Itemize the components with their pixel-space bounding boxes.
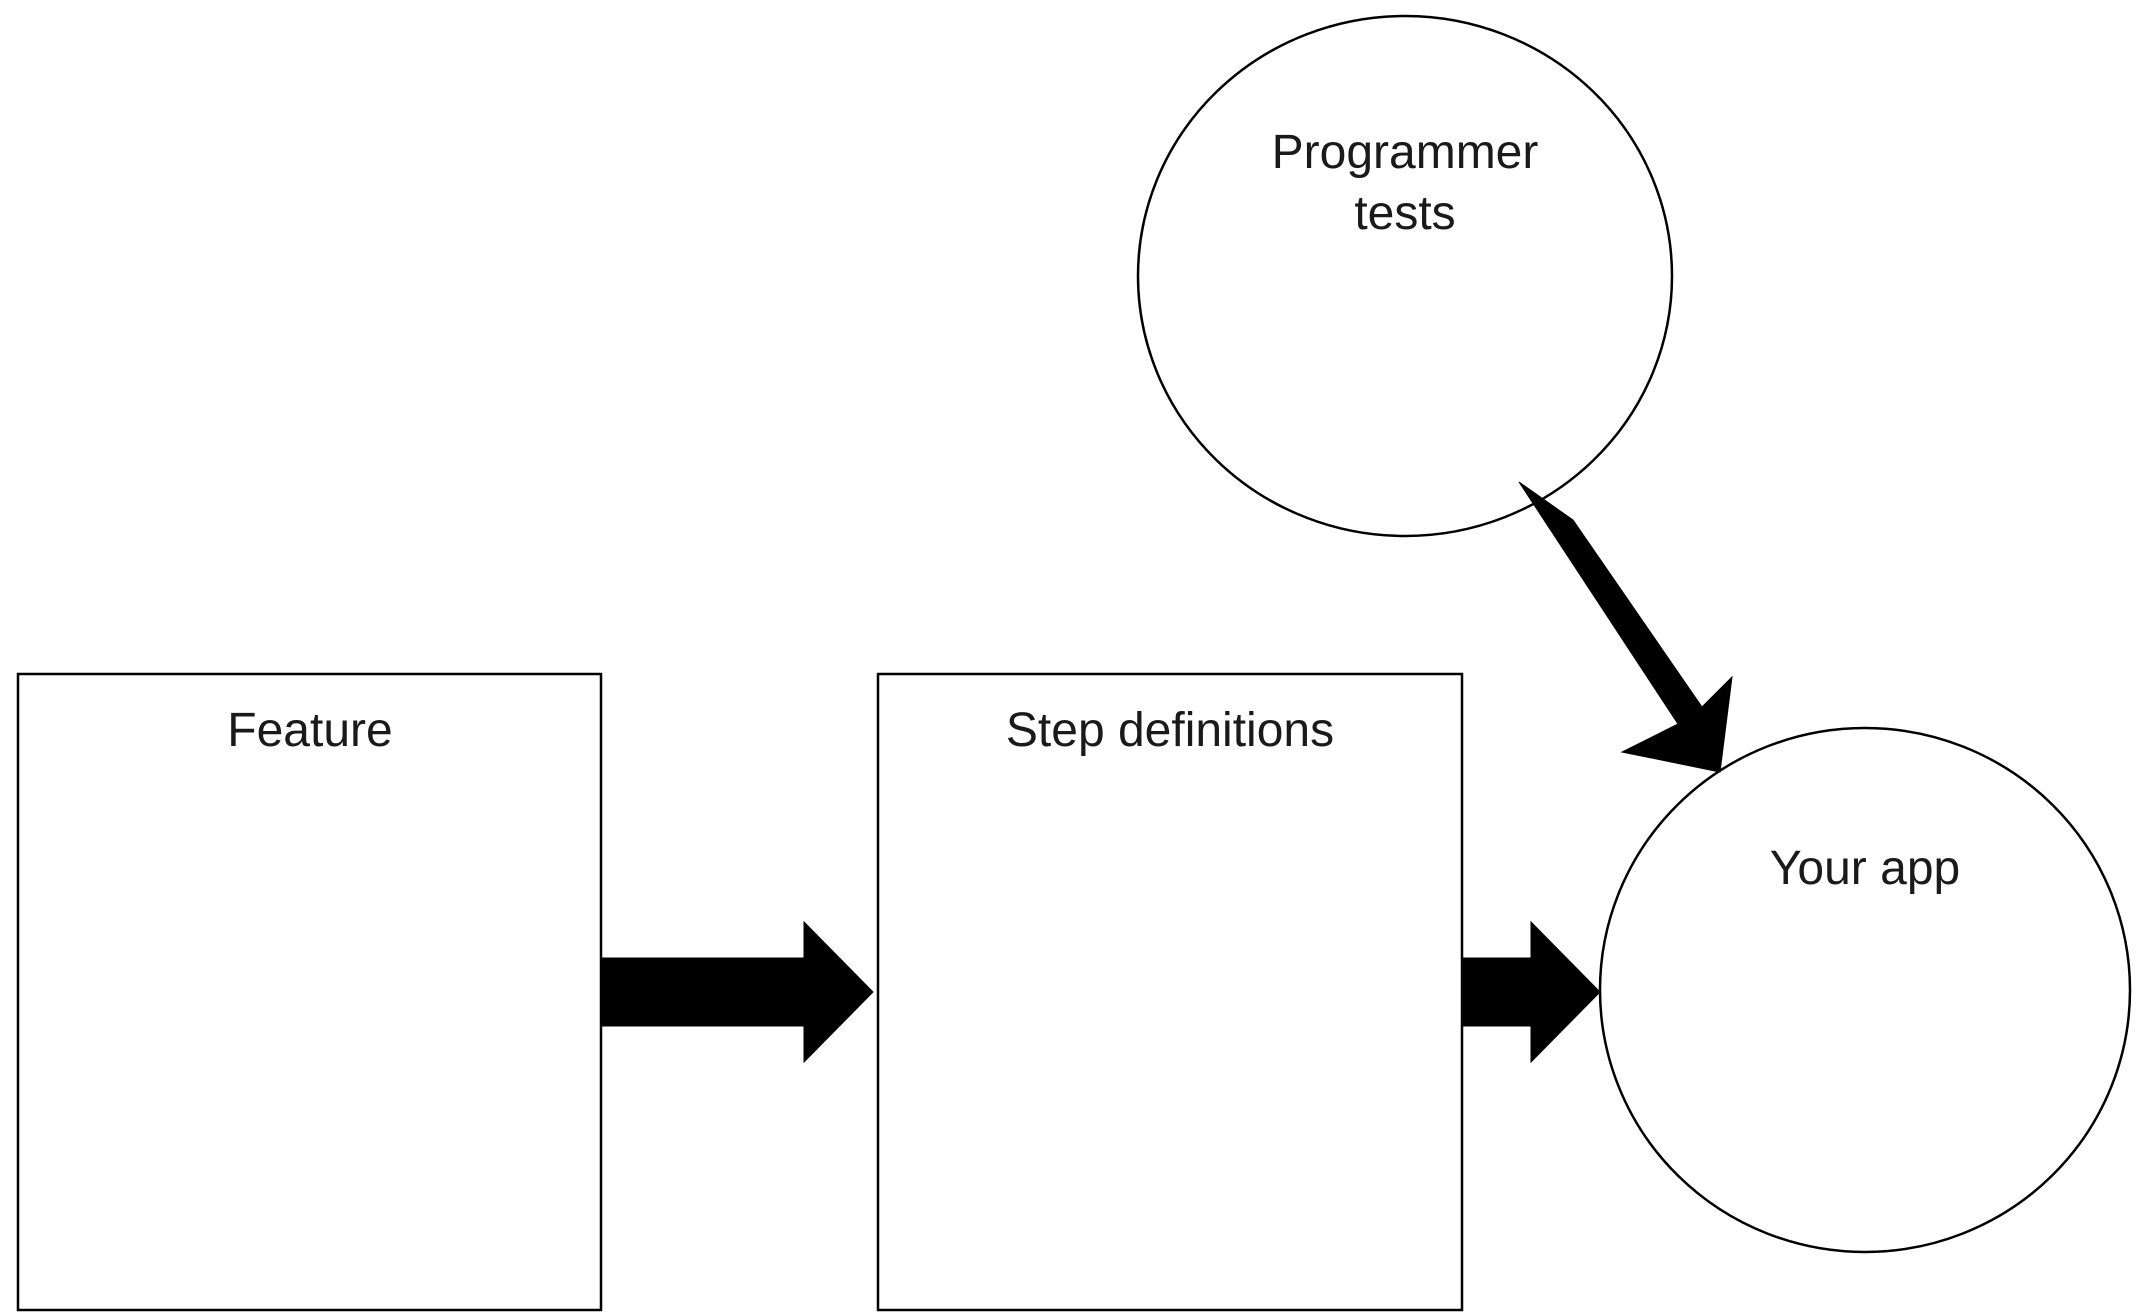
- step-definitions-box: [876, 672, 1464, 1312]
- programmer-tests-circle: [1136, 14, 1674, 538]
- step-definitions-node: Step definitions: [876, 672, 1464, 1312]
- arrow-step-definitions-to-your-app: [1461, 920, 1601, 1064]
- your-app-node: Your app: [1598, 726, 2132, 1254]
- programmer-tests-node: Programmer tests: [1136, 14, 1674, 538]
- feature-label: Feature: [227, 704, 392, 757]
- programmer-tests-label-line1: Programmer: [1272, 126, 1539, 179]
- arrow-feature-to-step-definitions: [600, 920, 874, 1064]
- step-definitions-label: Step definitions: [1006, 704, 1334, 757]
- your-app-label: Your app: [1770, 842, 1960, 895]
- arrow-programmer-tests-to-your-app: [1518, 481, 1733, 773]
- programmer-tests-label-line2: tests: [1354, 187, 1455, 240]
- feature-node: Feature: [16, 672, 603, 1312]
- feature-box: [16, 672, 603, 1312]
- your-app-circle: [1598, 726, 2132, 1254]
